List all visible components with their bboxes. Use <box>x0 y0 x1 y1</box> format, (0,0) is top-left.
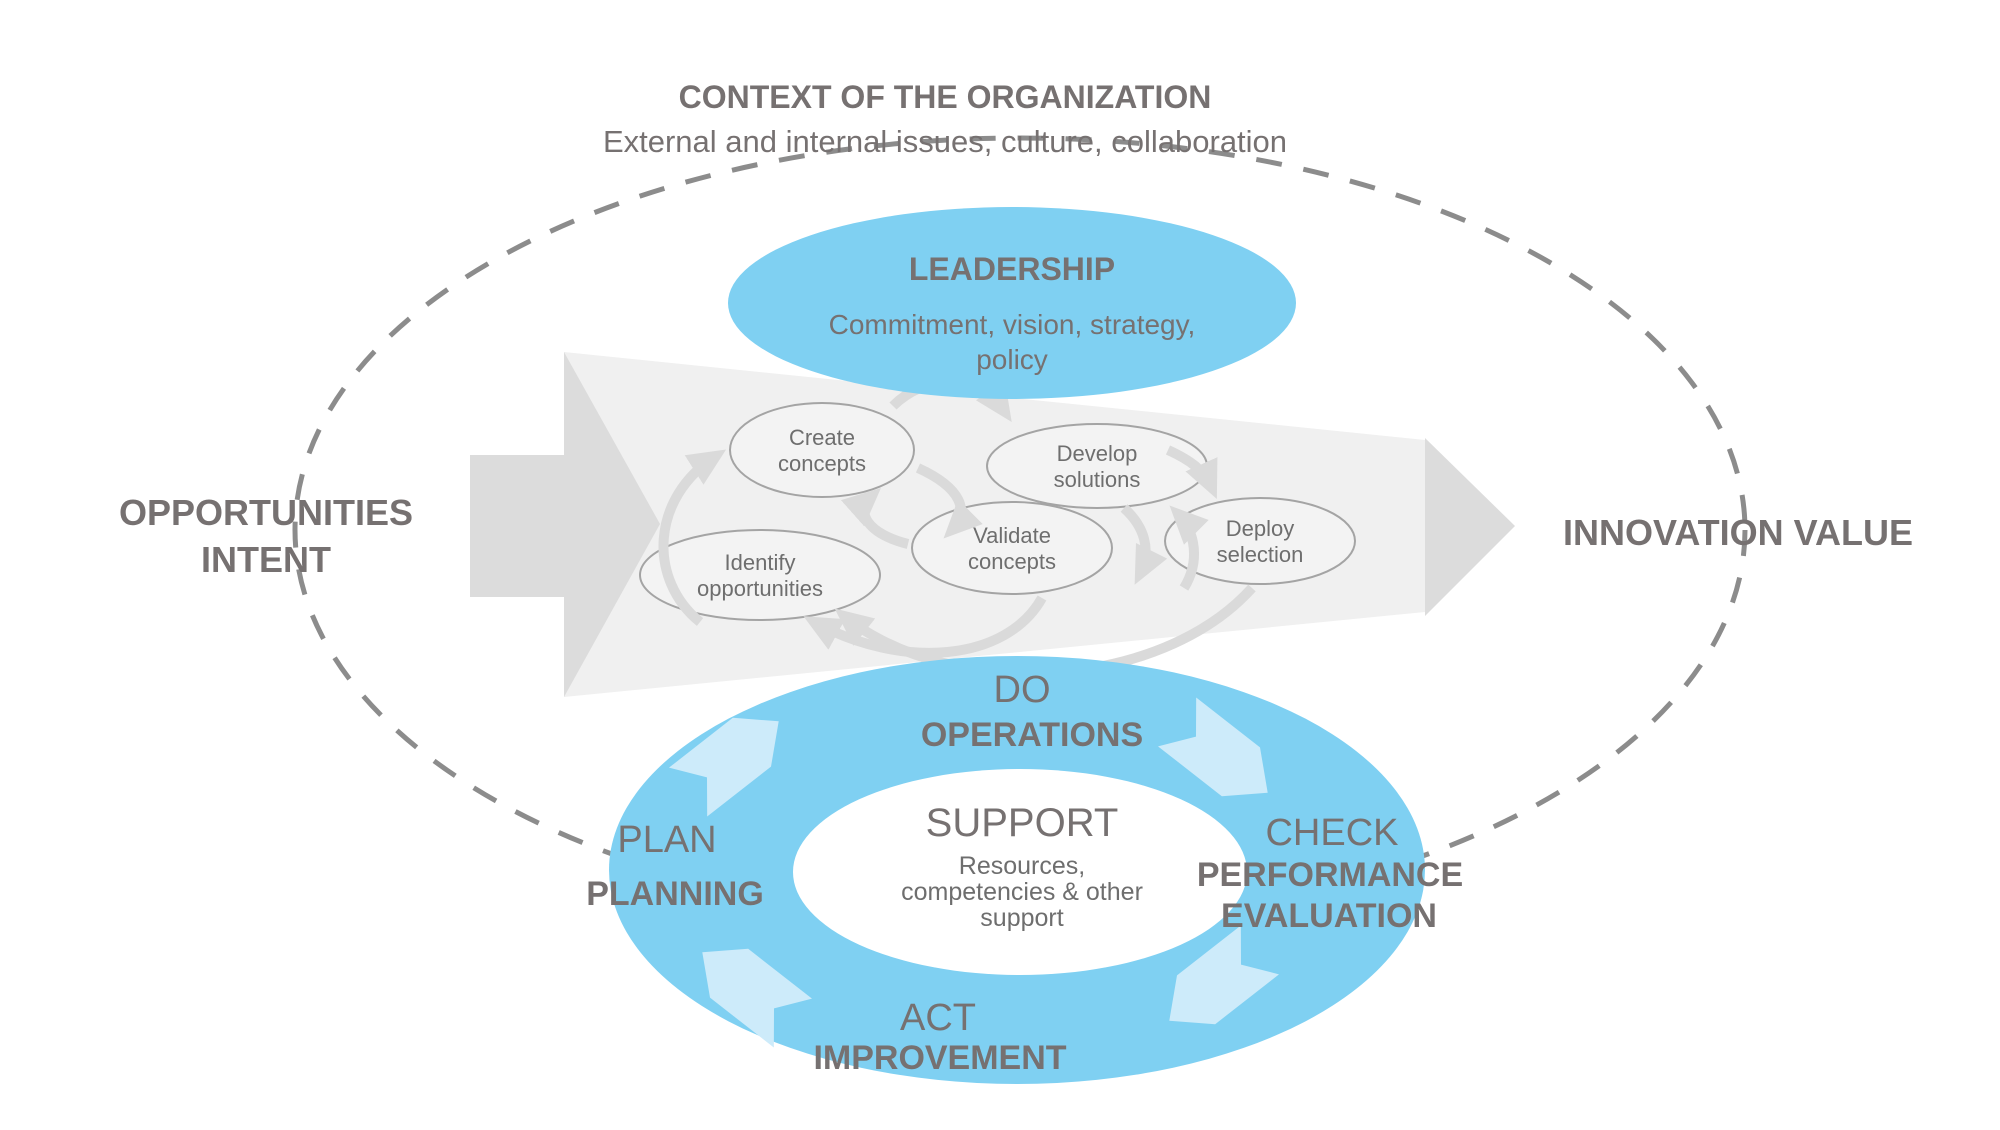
arrow-validate-back-to-identify <box>803 595 1047 658</box>
process-bubbles <box>639 402 1356 621</box>
leadership-subtitle-line2: policy <box>976 344 1048 375</box>
pdca-check-label-line2: EVALUATION <box>1221 897 1437 935</box>
process-bubble-labels: Create concepts Develop solutions Identi… <box>697 425 1303 601</box>
context-boundary-dashed-ellipse <box>292 135 1748 925</box>
develop-solutions-label-line1: Develop <box>1057 441 1138 466</box>
pdca-ring-hole <box>793 769 1247 975</box>
bubble-validate-concepts <box>911 501 1113 595</box>
chevron-do-to-check-icon <box>1157 697 1268 797</box>
innovation-value-output-arrowhead <box>1425 438 1515 616</box>
chevron-act-to-plan-icon <box>702 948 813 1048</box>
pdca-act-step: ACT <box>900 997 976 1039</box>
bubble-identify-opportunities <box>639 529 881 621</box>
arrow-deploy-validate-loop-up <box>1169 505 1209 591</box>
deploy-selection-label-line2: selection <box>1217 542 1304 567</box>
opportunities-label-line2: INTENT <box>201 539 331 580</box>
arrow-validate-to-create <box>840 488 910 549</box>
support-line3: support <box>980 904 1063 932</box>
leadership-subtitle-line1: Commitment, vision, strategy, <box>829 309 1196 340</box>
innovation-value-label: INNOVATION VALUE <box>1563 512 1913 553</box>
support-line2: competencies & other <box>901 878 1143 906</box>
chevron-plan-to-do-icon <box>668 717 779 817</box>
develop-solutions-label-line2: solutions <box>1054 467 1141 492</box>
pdca-labels: DO OPERATIONS PLAN PLANNING CHECK PERFOR… <box>586 669 1463 1077</box>
identify-opportunities-label-line1: Identify <box>725 550 796 575</box>
opportunities-input-arrowhead <box>564 352 660 697</box>
arrow-develop-to-deploy <box>1165 445 1218 499</box>
pdca-check-step: CHECK <box>1265 812 1398 854</box>
pdca-plan-step: PLAN <box>617 819 716 861</box>
arrow-validate-deploy-loop-down <box>1120 504 1168 585</box>
bubble-create-concepts <box>729 402 915 498</box>
pdca-act-label: IMPROVEMENT <box>813 1039 1066 1077</box>
pdca-chevrons <box>668 697 1280 1048</box>
validate-concepts-label-line1: Validate <box>973 523 1051 548</box>
deploy-selection-label-line1: Deploy <box>1226 516 1294 541</box>
pdca-do-label: OPERATIONS <box>921 716 1143 754</box>
pdca-plan-label: PLANNING <box>586 875 764 913</box>
bubble-deploy-selection <box>1164 497 1356 585</box>
support-line1: Resources, <box>959 852 1085 880</box>
arrow-create-to-validate <box>915 463 983 539</box>
validate-concepts-label-line2: concepts <box>968 549 1056 574</box>
pdca-check-label-line1: PERFORMANCE <box>1197 856 1463 894</box>
arrow-identify-to-create <box>658 449 727 626</box>
opportunities-label-line1: OPPORTUNITIES <box>119 492 413 533</box>
leadership-ellipse <box>728 207 1296 399</box>
context-subtitle: External and internal issues, culture, c… <box>603 124 1287 159</box>
bubble-develop-solutions <box>986 423 1208 509</box>
chevron-check-to-act-icon <box>1169 925 1280 1025</box>
context-title: CONTEXT OF THE ORGANIZATION <box>679 79 1212 115</box>
create-concepts-label-line1: Create <box>789 425 855 450</box>
identify-opportunities-label-line2: opportunities <box>697 576 823 601</box>
opportunities-input-arrow-stub <box>470 455 565 597</box>
support-title: SUPPORT <box>926 801 1119 845</box>
pdca-do-step: DO <box>994 669 1051 711</box>
leadership-title: LEADERSHIP <box>909 251 1115 287</box>
create-concepts-label-line2: concepts <box>778 451 866 476</box>
